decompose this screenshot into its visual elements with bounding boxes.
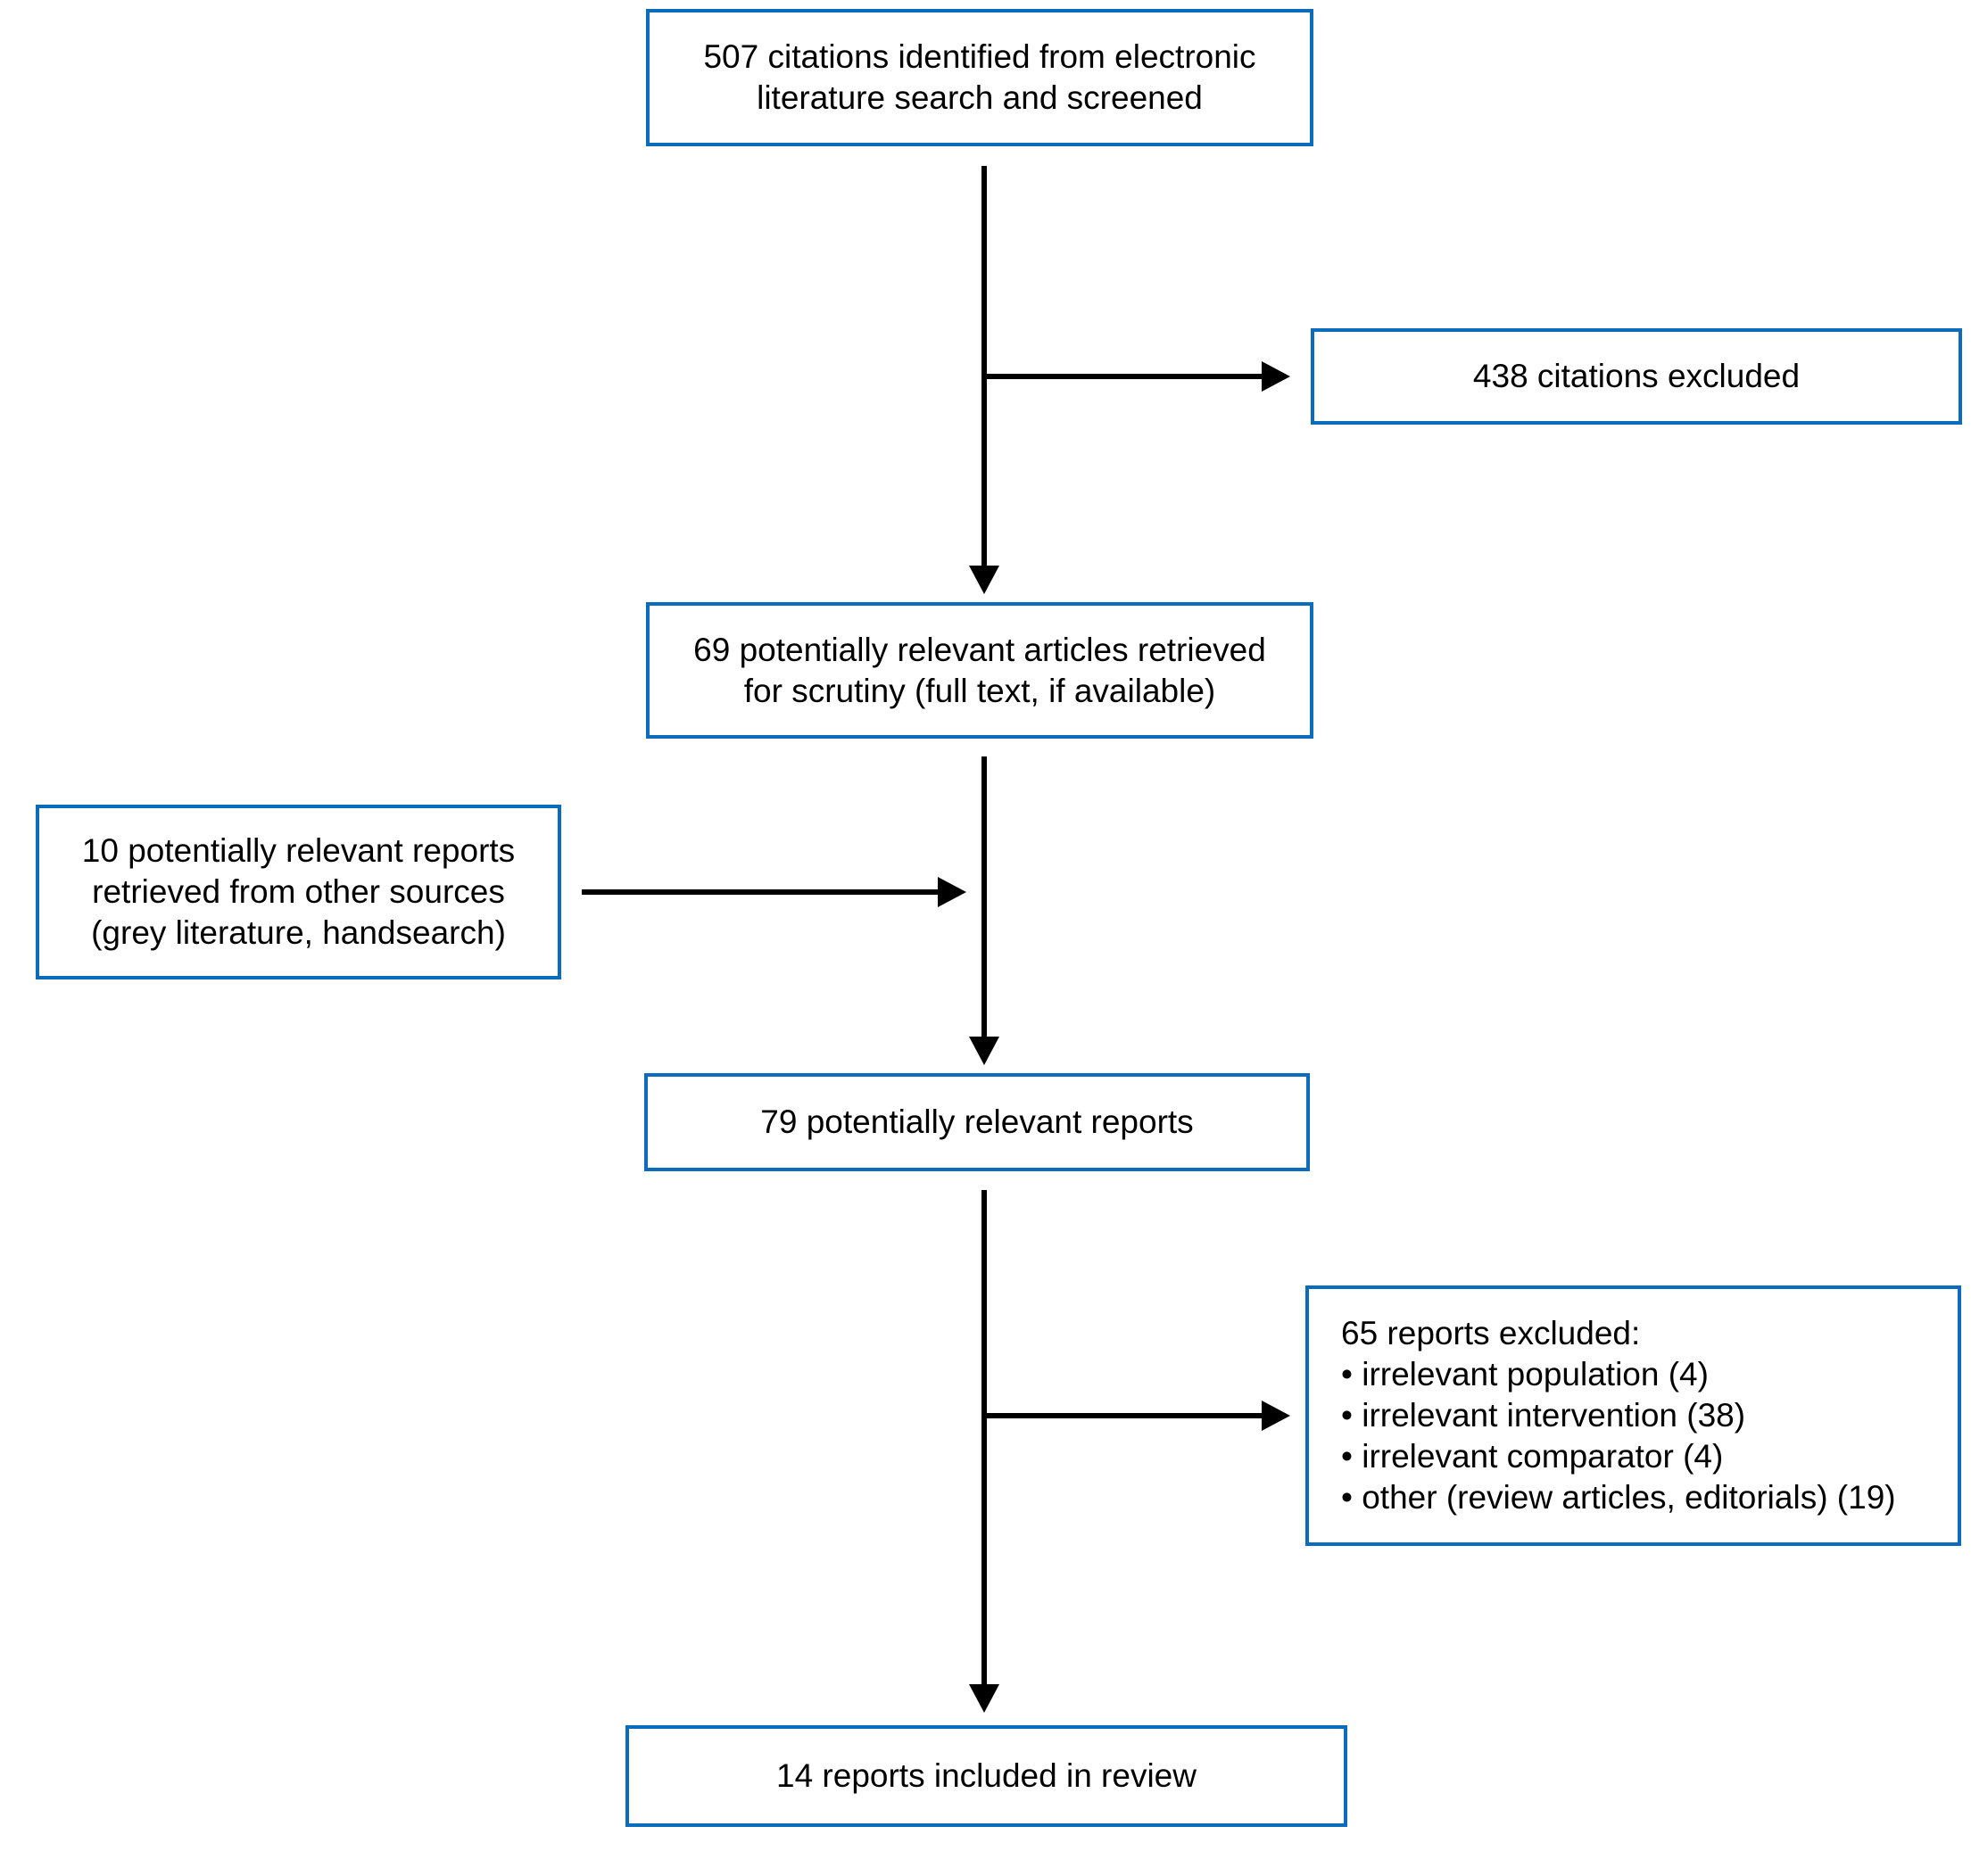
- box-reports-included-label: 14 reports included in review: [776, 1757, 1197, 1794]
- arrow-other-sources-to-flow: [582, 877, 966, 907]
- arrow-retrieved-to-potentially-relevant: [969, 756, 999, 1065]
- box-potentially-relevant-label: 79 potentially relevant reports: [760, 1103, 1194, 1140]
- box-reports-excluded-item2: • irrelevant intervention (38): [1341, 1397, 1746, 1434]
- arrow-potentially-relevant-to-included: [969, 1190, 999, 1713]
- box-citations-identified-line1: 507 citations identified from electronic: [703, 38, 1256, 75]
- box-citations-excluded: 438 citations excluded: [1311, 328, 1962, 425]
- box-citations-excluded-label: 438 citations excluded: [1472, 358, 1801, 394]
- arrow-branch-to-excluded-citations: [984, 361, 1290, 392]
- box-reports-excluded-item4: • other (review articles, editorials) (1…: [1341, 1479, 1896, 1516]
- box-articles-retrieved-line2: for scrutiny (full text, if available): [743, 672, 1216, 709]
- box-articles-retrieved: 69 potentially relevant articles retriev…: [646, 602, 1313, 739]
- box-reports-excluded-item3: • irrelevant comparator (4): [1341, 1438, 1724, 1475]
- box-articles-retrieved-line1: 69 potentially relevant articles retriev…: [693, 631, 1266, 668]
- box-reports-included: 14 reports included in review: [625, 1725, 1347, 1827]
- box-reports-excluded-title: 65 reports excluded:: [1341, 1315, 1641, 1351]
- box-citations-identified-line2: literature search and screened: [757, 79, 1203, 116]
- box-other-sources-line2: retrieved from other sources: [92, 873, 505, 910]
- box-reports-excluded: 65 reports excluded: • irrelevant popula…: [1305, 1285, 1961, 1546]
- box-other-sources: 10 potentially relevant reports retrieve…: [36, 805, 561, 979]
- box-citations-identified: 507 citations identified from electronic…: [646, 9, 1313, 146]
- box-potentially-relevant: 79 potentially relevant reports: [644, 1073, 1310, 1171]
- arrow-identified-to-retrieved: [969, 166, 999, 594]
- box-other-sources-line1: 10 potentially relevant reports: [81, 832, 516, 869]
- box-other-sources-line3: (grey literature, handsearch): [91, 914, 506, 951]
- box-reports-excluded-item1: • irrelevant population (4): [1341, 1356, 1709, 1393]
- arrow-branch-to-excluded-reports: [984, 1401, 1290, 1431]
